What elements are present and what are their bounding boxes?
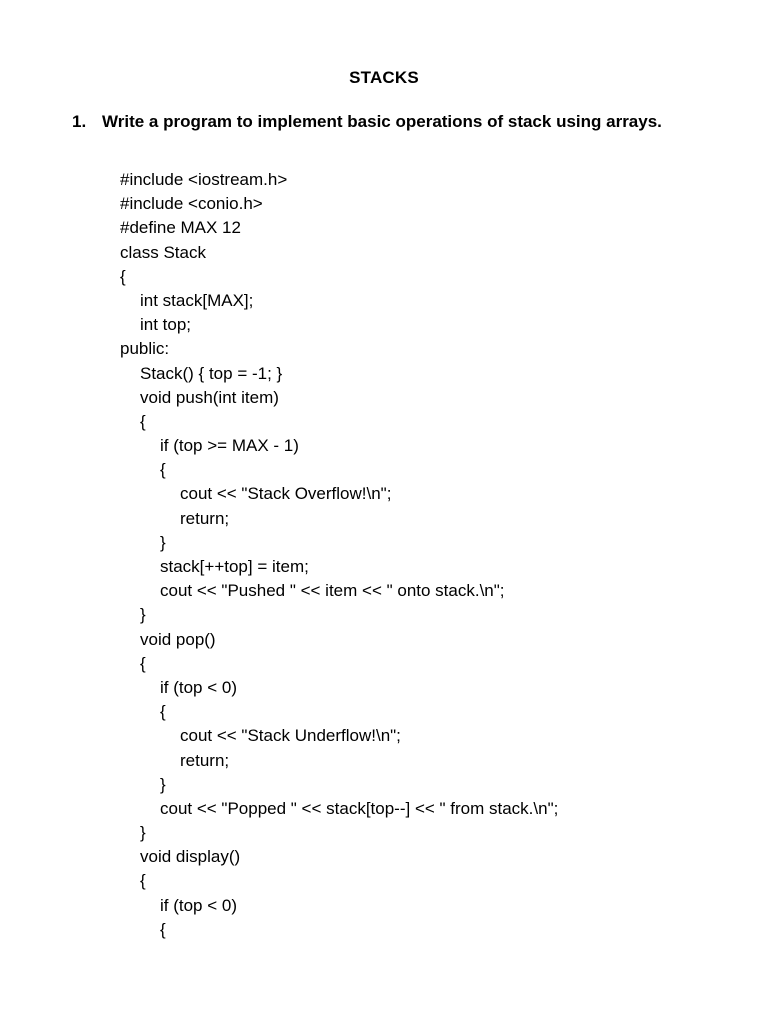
code-line: #define MAX 12 xyxy=(120,218,241,238)
code-line: } xyxy=(160,774,166,794)
code-line: } xyxy=(140,605,146,625)
code-block: #include <iostream.h> #include <conio.h> #… xyxy=(120,168,740,942)
code-line: void push(int item) xyxy=(140,387,279,407)
code-line: int stack[MAX]; xyxy=(140,290,254,310)
code-line: public: xyxy=(120,339,170,359)
code-line: { xyxy=(120,266,126,286)
code-line: cout << "Stack Overflow!\n"; xyxy=(180,484,392,504)
question-number: 1. xyxy=(72,112,87,131)
code-line: return; xyxy=(180,750,230,770)
code-line: if (top < 0) xyxy=(160,677,238,697)
code-line: Stack() { top = -1; } xyxy=(140,363,283,383)
code-line: void pop() xyxy=(140,629,216,649)
code-line: void display() xyxy=(140,847,241,867)
code-line: #include <iostream.h> xyxy=(120,170,288,189)
code-line: if (top < 0) xyxy=(160,895,238,915)
code-line: { xyxy=(140,653,146,673)
code-line: int top; xyxy=(140,315,192,335)
code-line: if (top >= MAX - 1) xyxy=(160,436,299,456)
code-line: { xyxy=(140,411,146,431)
code-line: } xyxy=(140,823,146,843)
code-line: return; xyxy=(180,508,230,528)
code-line: cout << "Popped " << stack[top--] << " f… xyxy=(160,798,559,818)
code-line: cout << "Pushed " << item << " onto stac… xyxy=(160,581,505,601)
page-title: STACKS xyxy=(349,68,419,87)
code-line: { xyxy=(160,702,166,722)
code-line: #include <conio.h> xyxy=(120,194,263,214)
code-line: { xyxy=(160,919,166,939)
code-line: { xyxy=(160,460,166,480)
code-line: stack[++top] = item; xyxy=(160,557,309,576)
code-line: } xyxy=(160,532,166,552)
question-text: Write a program to implement basic opera… xyxy=(102,112,662,131)
code-line: { xyxy=(140,871,146,891)
code-line: cout << "Stack Underflow!\n"; xyxy=(180,726,401,746)
question-heading: 1. Write a program to implement basic op… xyxy=(72,111,692,132)
code-line: class Stack xyxy=(120,242,206,262)
